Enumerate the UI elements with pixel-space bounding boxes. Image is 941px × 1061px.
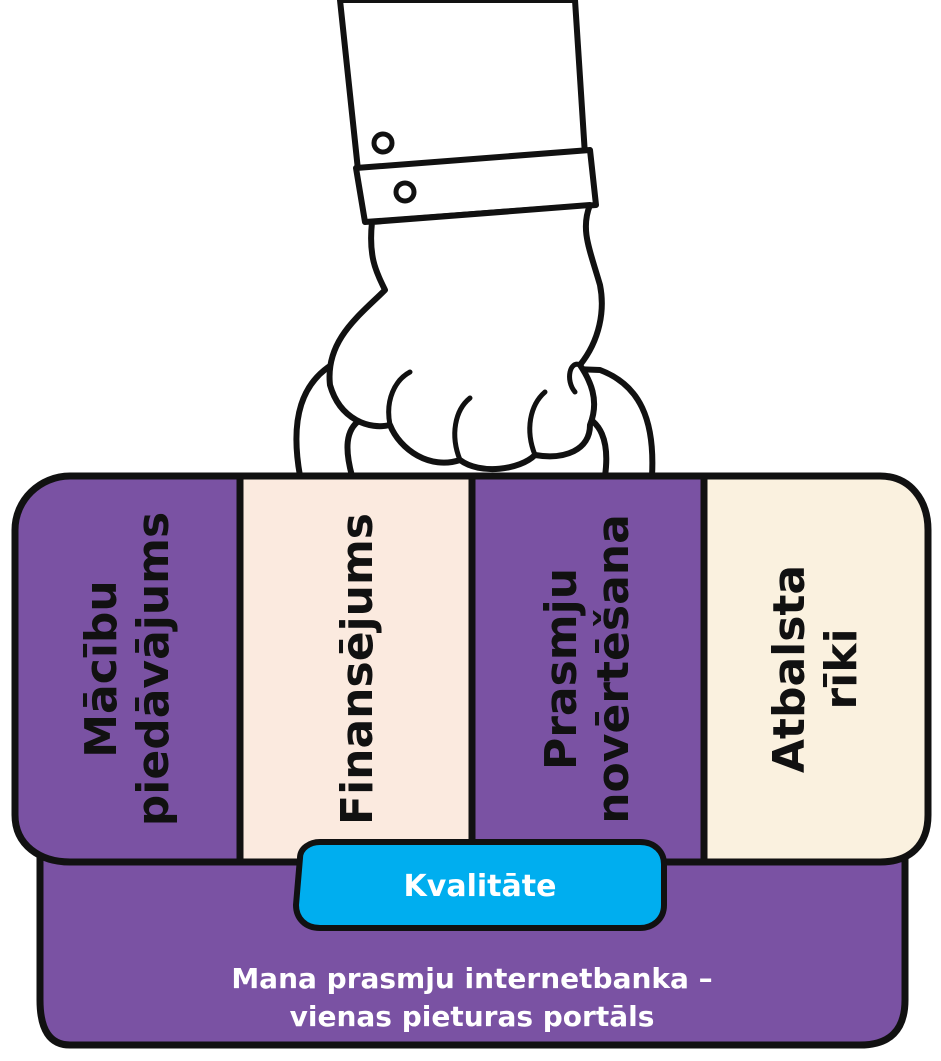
sleeve-illustration: [337, 0, 599, 225]
hand-illustration: [326, 202, 605, 473]
briefcase-body: [36, 816, 909, 1049]
quality-badge: Kvalitāte: [293, 839, 667, 931]
quality-badge-label: Kvalitāte: [404, 869, 557, 904]
section-3-label-line-1: Prasmju: [536, 568, 587, 770]
footer-line-2: vienas pieturas portāls: [290, 1000, 655, 1033]
section-panel-2: [240, 476, 472, 862]
section-4-label-line-1: Atbalsta: [764, 565, 815, 773]
section-panel-1: [15, 476, 240, 862]
footer-line-1: Mana prasmju internetbanka –: [231, 962, 712, 995]
section-3-label-line-2: novērtēšana: [588, 514, 639, 824]
sleeve-button-icon: [371, 131, 395, 155]
section-2-label: Finansējums: [332, 513, 383, 825]
section-panel-4: [704, 476, 928, 862]
briefcase-lid: [11, 472, 932, 866]
section-1-label-line-1: Mācību: [76, 580, 127, 757]
cuff-button-icon: [393, 180, 417, 204]
section-panel-3: [472, 476, 704, 862]
section-4-label-line-2: rīki: [816, 628, 867, 709]
section-1-label-line-2: piedāvājums: [128, 512, 179, 826]
